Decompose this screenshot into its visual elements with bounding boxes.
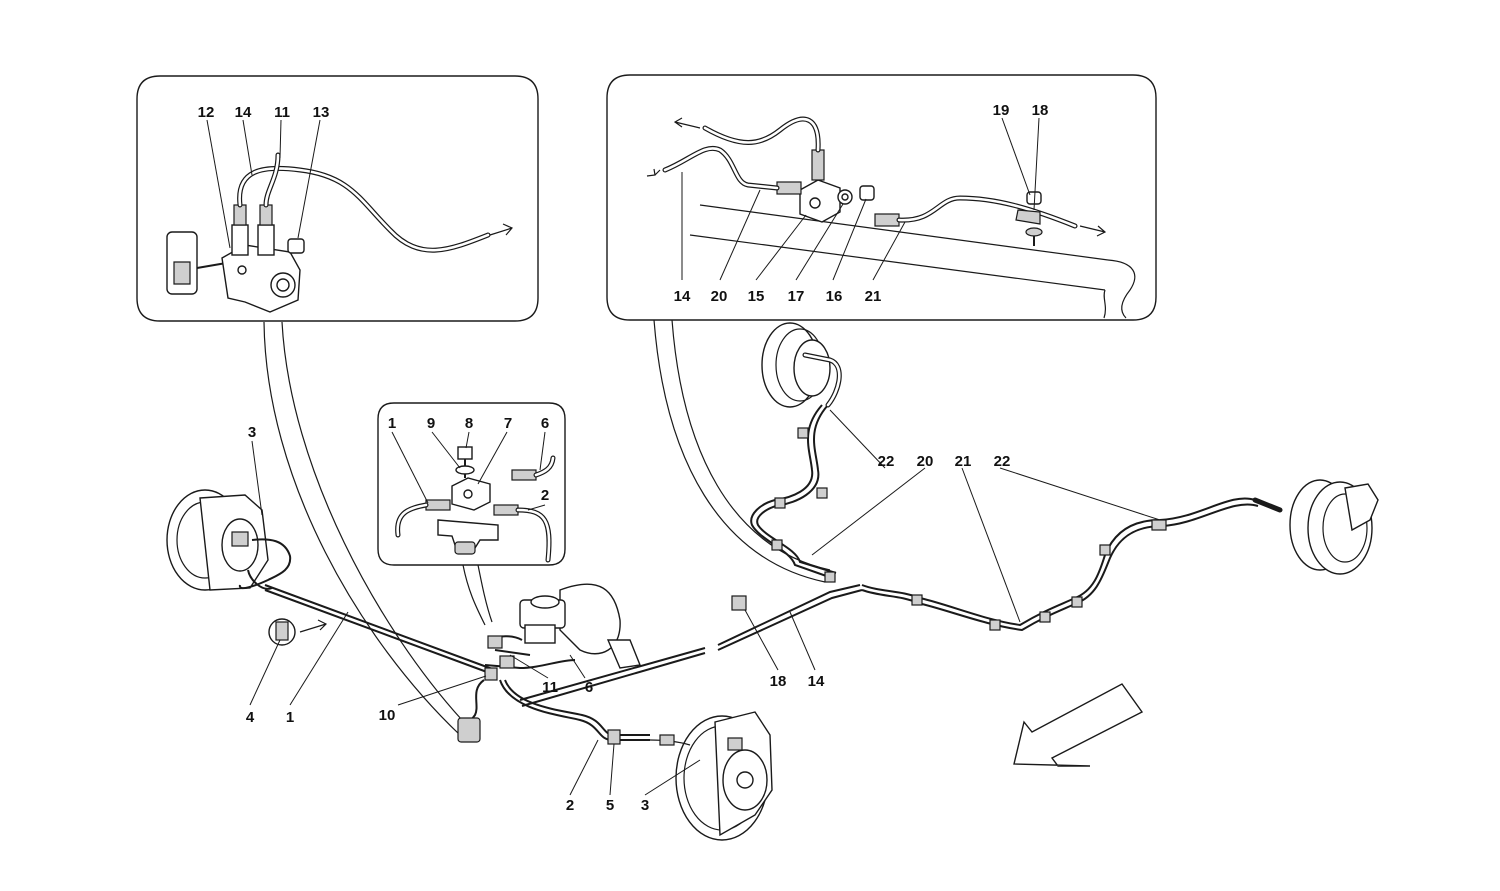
callout-22: 22 [878, 453, 895, 470]
callout-10: 10 [379, 707, 396, 724]
callout-1: 1 [388, 415, 396, 432]
inset-right-tail [653, 319, 826, 583]
callout-21: 21 [865, 288, 882, 305]
left-brake-disc [166, 489, 269, 591]
inset-right: 19 18 14 20 15 17 16 21 [606, 74, 1157, 583]
brake-line-1 [264, 589, 496, 676]
bolt-8 [457, 446, 473, 460]
inset-left: 12 14 11 13 [136, 75, 539, 736]
callout-3: 3 [641, 797, 649, 814]
callout-20: 20 [711, 288, 728, 305]
callout-7: 7 [504, 415, 512, 432]
inset-center: 1 9 8 7 6 2 [377, 402, 566, 626]
main-assembly: 3 4 1 10 11 6 2 5 3 18 14 22 20 21 22 [166, 322, 1379, 841]
inset-left-tail [263, 321, 461, 736]
master-cylinder [519, 583, 641, 669]
callout-9: 9 [427, 415, 435, 432]
inset-right-frame [606, 74, 1157, 321]
callout-8: 8 [465, 415, 473, 432]
pressure-regulator-main [457, 717, 481, 743]
clip-18 [1015, 209, 1041, 225]
callout-1: 1 [286, 709, 294, 726]
callout-18: 18 [1032, 102, 1049, 119]
brake-line-14 [519, 647, 706, 701]
direction-arrow [1013, 683, 1144, 767]
brake-line-2 [499, 679, 650, 741]
callout-14: 14 [674, 288, 691, 305]
callout-12: 12 [198, 104, 215, 121]
callout-15: 15 [748, 288, 765, 305]
callout-14: 14 [235, 104, 252, 121]
callout-20: 20 [917, 453, 934, 470]
callout-18: 18 [770, 673, 787, 690]
callout-16: 16 [826, 288, 843, 305]
callout-11: 11 [542, 679, 558, 696]
callout-4: 4 [246, 709, 255, 726]
nut-16 [859, 185, 875, 201]
callout-14: 14 [808, 673, 825, 690]
callout-19: 19 [993, 102, 1010, 119]
brake-line-21 [861, 497, 1256, 627]
callout-5: 5 [606, 797, 614, 814]
callout-2: 2 [541, 487, 549, 504]
rear-brake-disc [675, 711, 773, 841]
right-front-brake-disc [761, 322, 831, 408]
callout-6: 6 [585, 679, 593, 696]
callout-22: 22 [994, 453, 1011, 470]
callout-6: 6 [541, 415, 549, 432]
nut-13 [287, 238, 305, 254]
callout-11: 11 [274, 104, 290, 121]
right-rear-brake-disc [1289, 479, 1379, 575]
washer-9 [455, 465, 475, 475]
callout-17: 17 [788, 288, 805, 305]
callout-3: 3 [248, 424, 256, 441]
callout-21: 21 [955, 453, 972, 470]
callout-2: 2 [566, 797, 574, 814]
callout-13: 13 [313, 104, 330, 121]
